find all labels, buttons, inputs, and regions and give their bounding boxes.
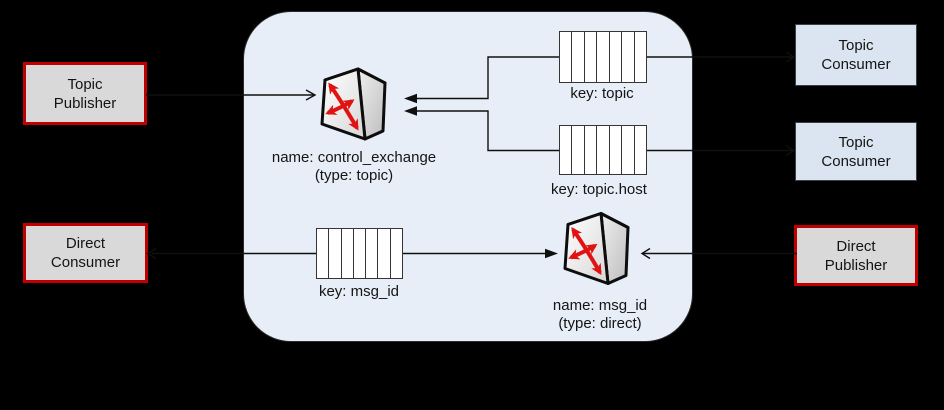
queue-cell [585,32,598,82]
queue-cell [329,229,342,278]
queue-cell [342,229,354,278]
direct-consumer-label-line1: Direct [65,235,106,252]
queue-cell [354,229,367,278]
queue-segments-icon [316,228,403,279]
queue-cell [572,32,585,82]
topic-exchange-name: name: control_exchange [271,149,437,166]
thin-arrowhead-icon [146,247,157,260]
queue-cell [317,229,330,278]
queue-cell [597,32,610,82]
direct-exchange-type: (type: direct) [558,315,642,332]
thin-arrowhead-icon [785,51,796,63]
direct-consumer-box: Direct Consumer [23,223,148,283]
queue-cell [635,126,646,174]
queue-cell [572,126,585,174]
direct-publisher-label-line2: Publisher [824,256,888,274]
queue-cell [585,126,598,174]
topic-publisher-label-line2: Publisher [53,94,117,112]
queue-cell [378,229,391,278]
thin-arrowhead-icon [785,144,796,157]
queue-cell [622,126,635,174]
topic-host-queue-label: key: topic.host [551,181,647,198]
topic-publisher-box: Topic Publisher [23,62,147,125]
direct-consumer-label-line2: Consumer [50,254,121,271]
queue-cell [610,126,623,174]
queue-cell [622,32,635,82]
exchange-switch-icon [319,64,393,148]
topic-consumer-box-2: Topic Consumer [795,122,917,181]
queue-cell [391,229,402,278]
queue-cell [366,229,379,278]
queue-cell [560,32,573,82]
queue-cell [610,32,623,82]
topic-consumer-box-1: Topic Consumer [795,24,917,86]
queue-cell [597,126,610,174]
topic-publisher-label-line1: Topic [67,75,103,93]
direct-publisher-label-line1: Direct [836,237,876,255]
topic-consumer-2-label-line1: Topic [838,133,874,151]
direct-exchange-label: name: msg_id (type: direct) [490,297,710,333]
topic-exchange-type: (type: topic) [314,167,394,184]
msg-id-queue-label: key: msg_id [318,283,400,300]
topic-queue-label: key: topic [570,85,634,102]
direct-publisher-box: Direct Publisher [794,225,918,286]
queue-segments-icon [559,31,647,83]
topic-consumer-1-label-line2: Consumer [821,56,891,73]
exchange-switch-icon [562,208,636,293]
topic-exchange-label: name: control_exchange (type: topic) [244,149,464,185]
direct-exchange-name: name: msg_id [552,297,648,314]
queue-cell [560,126,573,174]
queue-segments-icon [559,125,647,175]
topic-consumer-2-label-line2: Consumer [821,152,891,170]
queue-cell [635,32,646,82]
topic-consumer-1-label-line1: Topic [838,37,874,54]
